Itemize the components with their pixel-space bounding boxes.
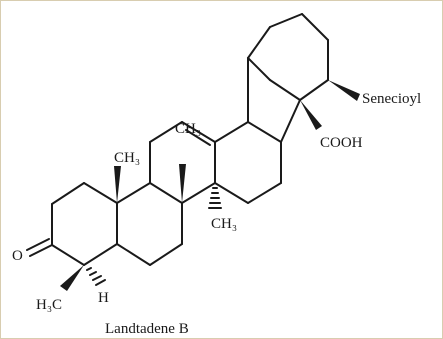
ring-b <box>116 182 183 266</box>
hash-c4-hydrogen <box>86 267 106 286</box>
cooh-label: COOH <box>320 135 363 151</box>
ketone-bond <box>26 238 53 257</box>
ring-e <box>247 13 329 143</box>
wedge-c10-methyl <box>114 166 121 203</box>
ring-c <box>149 121 216 204</box>
hash-c14-methyl <box>208 187 222 209</box>
methyl-label-c14: CH₃ <box>211 216 237 232</box>
stereo-wedges <box>60 80 360 291</box>
ring-d <box>214 121 282 204</box>
stereo-hashes <box>86 187 222 286</box>
compound-caption: Landtadene B <box>105 321 189 337</box>
methyl-label-c10: CH₃ <box>114 150 140 166</box>
methyl-label-c4: H₃C <box>36 297 62 313</box>
wedge-c8-methyl <box>179 164 186 203</box>
ring-a <box>51 182 118 266</box>
hydrogen-label: H <box>98 290 109 306</box>
double-bond <box>185 129 211 146</box>
wedge-cooh <box>300 100 322 130</box>
oxygen-label: O <box>12 248 23 264</box>
wedge-senecioyl <box>328 80 360 101</box>
wedge-c4-methyl <box>60 265 84 291</box>
senecioyl-label: Senecioyl <box>362 91 421 107</box>
methyl-label-c8: CH₃ <box>175 121 201 137</box>
